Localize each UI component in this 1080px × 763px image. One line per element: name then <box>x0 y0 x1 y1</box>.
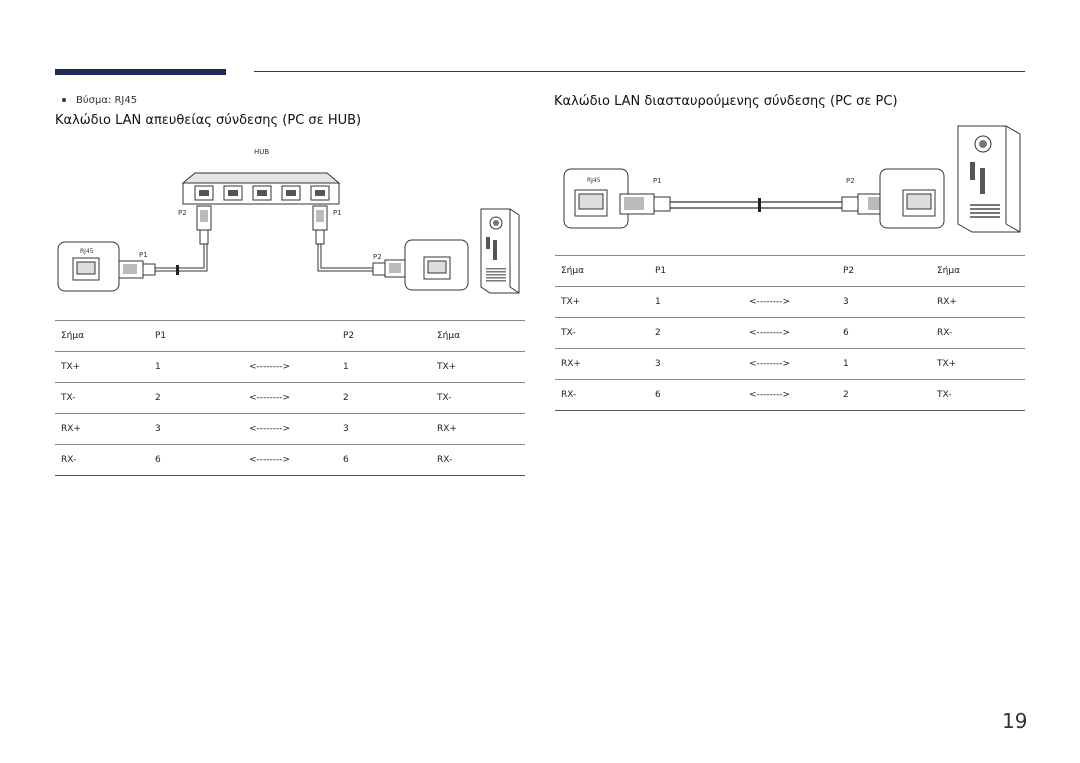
table-cell: 6 <box>837 317 931 349</box>
left-section-title: Καλώδιο LAN απευθείας σύνδεσης (PC σε HU… <box>55 113 362 128</box>
column-header: P1 <box>149 320 243 352</box>
table-cell: <--------> <box>743 286 837 318</box>
table-cell: TX+ <box>555 286 649 318</box>
column-header: Σήμα <box>431 320 525 352</box>
table-cell: RX+ <box>431 413 525 445</box>
table-cell: RX- <box>55 444 149 476</box>
table-cell: <--------> <box>743 317 837 349</box>
hub-p1-label: P1 <box>333 209 342 217</box>
table-cell: 6 <box>649 379 743 411</box>
table-cell: RX+ <box>931 286 1025 318</box>
table-header-row: Σήμα P1 P2 Σήμα <box>55 320 525 352</box>
hub-icon <box>181 172 341 205</box>
table-cell: 1 <box>649 286 743 318</box>
table-cell: TX- <box>555 317 649 349</box>
column-header: Σήμα <box>931 255 1025 287</box>
table-cell: TX- <box>931 379 1025 411</box>
header-rule <box>254 71 1025 72</box>
column-header: P2 <box>337 320 431 352</box>
table-cell: RX- <box>431 444 525 476</box>
crossover-cable-diagram: RJ45 P1 P2 <box>563 125 1021 233</box>
pc-p2-label: P2 <box>846 177 855 185</box>
pc-rj45-label: RJ45 <box>587 177 601 184</box>
table-cell: 1 <box>337 351 431 383</box>
bullet-icon <box>62 98 66 102</box>
column-header <box>743 255 837 287</box>
right-section-title: Καλώδιο LAN διασταυρούμενης σύνδεσης (PC… <box>554 94 898 109</box>
table-cell: 1 <box>837 348 931 380</box>
table-cell: TX+ <box>931 348 1025 380</box>
column-header: P1 <box>649 255 743 287</box>
table-cell: 3 <box>649 348 743 380</box>
table-cell: TX- <box>431 382 525 414</box>
page-number: 19 <box>1002 709 1028 733</box>
header-accent-bar <box>55 69 226 75</box>
hub-label: HUB <box>254 148 269 156</box>
table-header-row: Σήμα P1 P2 Σήμα <box>555 255 1025 287</box>
connector-note-text: Βύσμα: RJ45 <box>76 95 138 106</box>
table-cell: 3 <box>149 413 243 445</box>
straight-cable-diagram: HUB P2 P1 RJ45 P1 P2 <box>57 148 520 294</box>
table-cell: <--------> <box>243 444 337 476</box>
table-cell: <--------> <box>243 351 337 383</box>
table-cell: 1 <box>149 351 243 383</box>
table-cell: 2 <box>649 317 743 349</box>
left-p1-label: P1 <box>139 251 148 259</box>
table-cell: TX+ <box>55 351 149 383</box>
table-cell: TX- <box>55 382 149 414</box>
hub-p2-label: P2 <box>178 209 187 217</box>
table-cell: 2 <box>149 382 243 414</box>
table-cell: RX+ <box>55 413 149 445</box>
table-cell: 6 <box>337 444 431 476</box>
column-header: Σήμα <box>555 255 649 287</box>
pc-tower-icon <box>480 208 520 294</box>
table-cell: <--------> <box>743 348 837 380</box>
connector-note: Βύσμα: RJ45 <box>62 95 137 106</box>
table-cell: 2 <box>337 382 431 414</box>
table-cell: 3 <box>837 286 931 318</box>
column-header: P2 <box>837 255 931 287</box>
right-p2-label: P2 <box>373 253 382 261</box>
table-cell: <--------> <box>243 382 337 414</box>
table-cell: 2 <box>837 379 931 411</box>
table-cell: <--------> <box>243 413 337 445</box>
pc-p1-label: P1 <box>653 177 662 185</box>
rj45-plug-icon <box>196 205 328 245</box>
left-rj45-label: RJ45 <box>80 248 94 255</box>
table-cell: RX- <box>555 379 649 411</box>
pc-tower-icon <box>957 125 1021 233</box>
column-header: Σήμα <box>55 320 149 352</box>
table-cell: 3 <box>337 413 431 445</box>
column-header <box>243 320 337 352</box>
table-cell: 6 <box>149 444 243 476</box>
table-cell: TX+ <box>431 351 525 383</box>
table-cell: RX- <box>931 317 1025 349</box>
table-cell: <--------> <box>743 379 837 411</box>
table-cell: RX+ <box>555 348 649 380</box>
